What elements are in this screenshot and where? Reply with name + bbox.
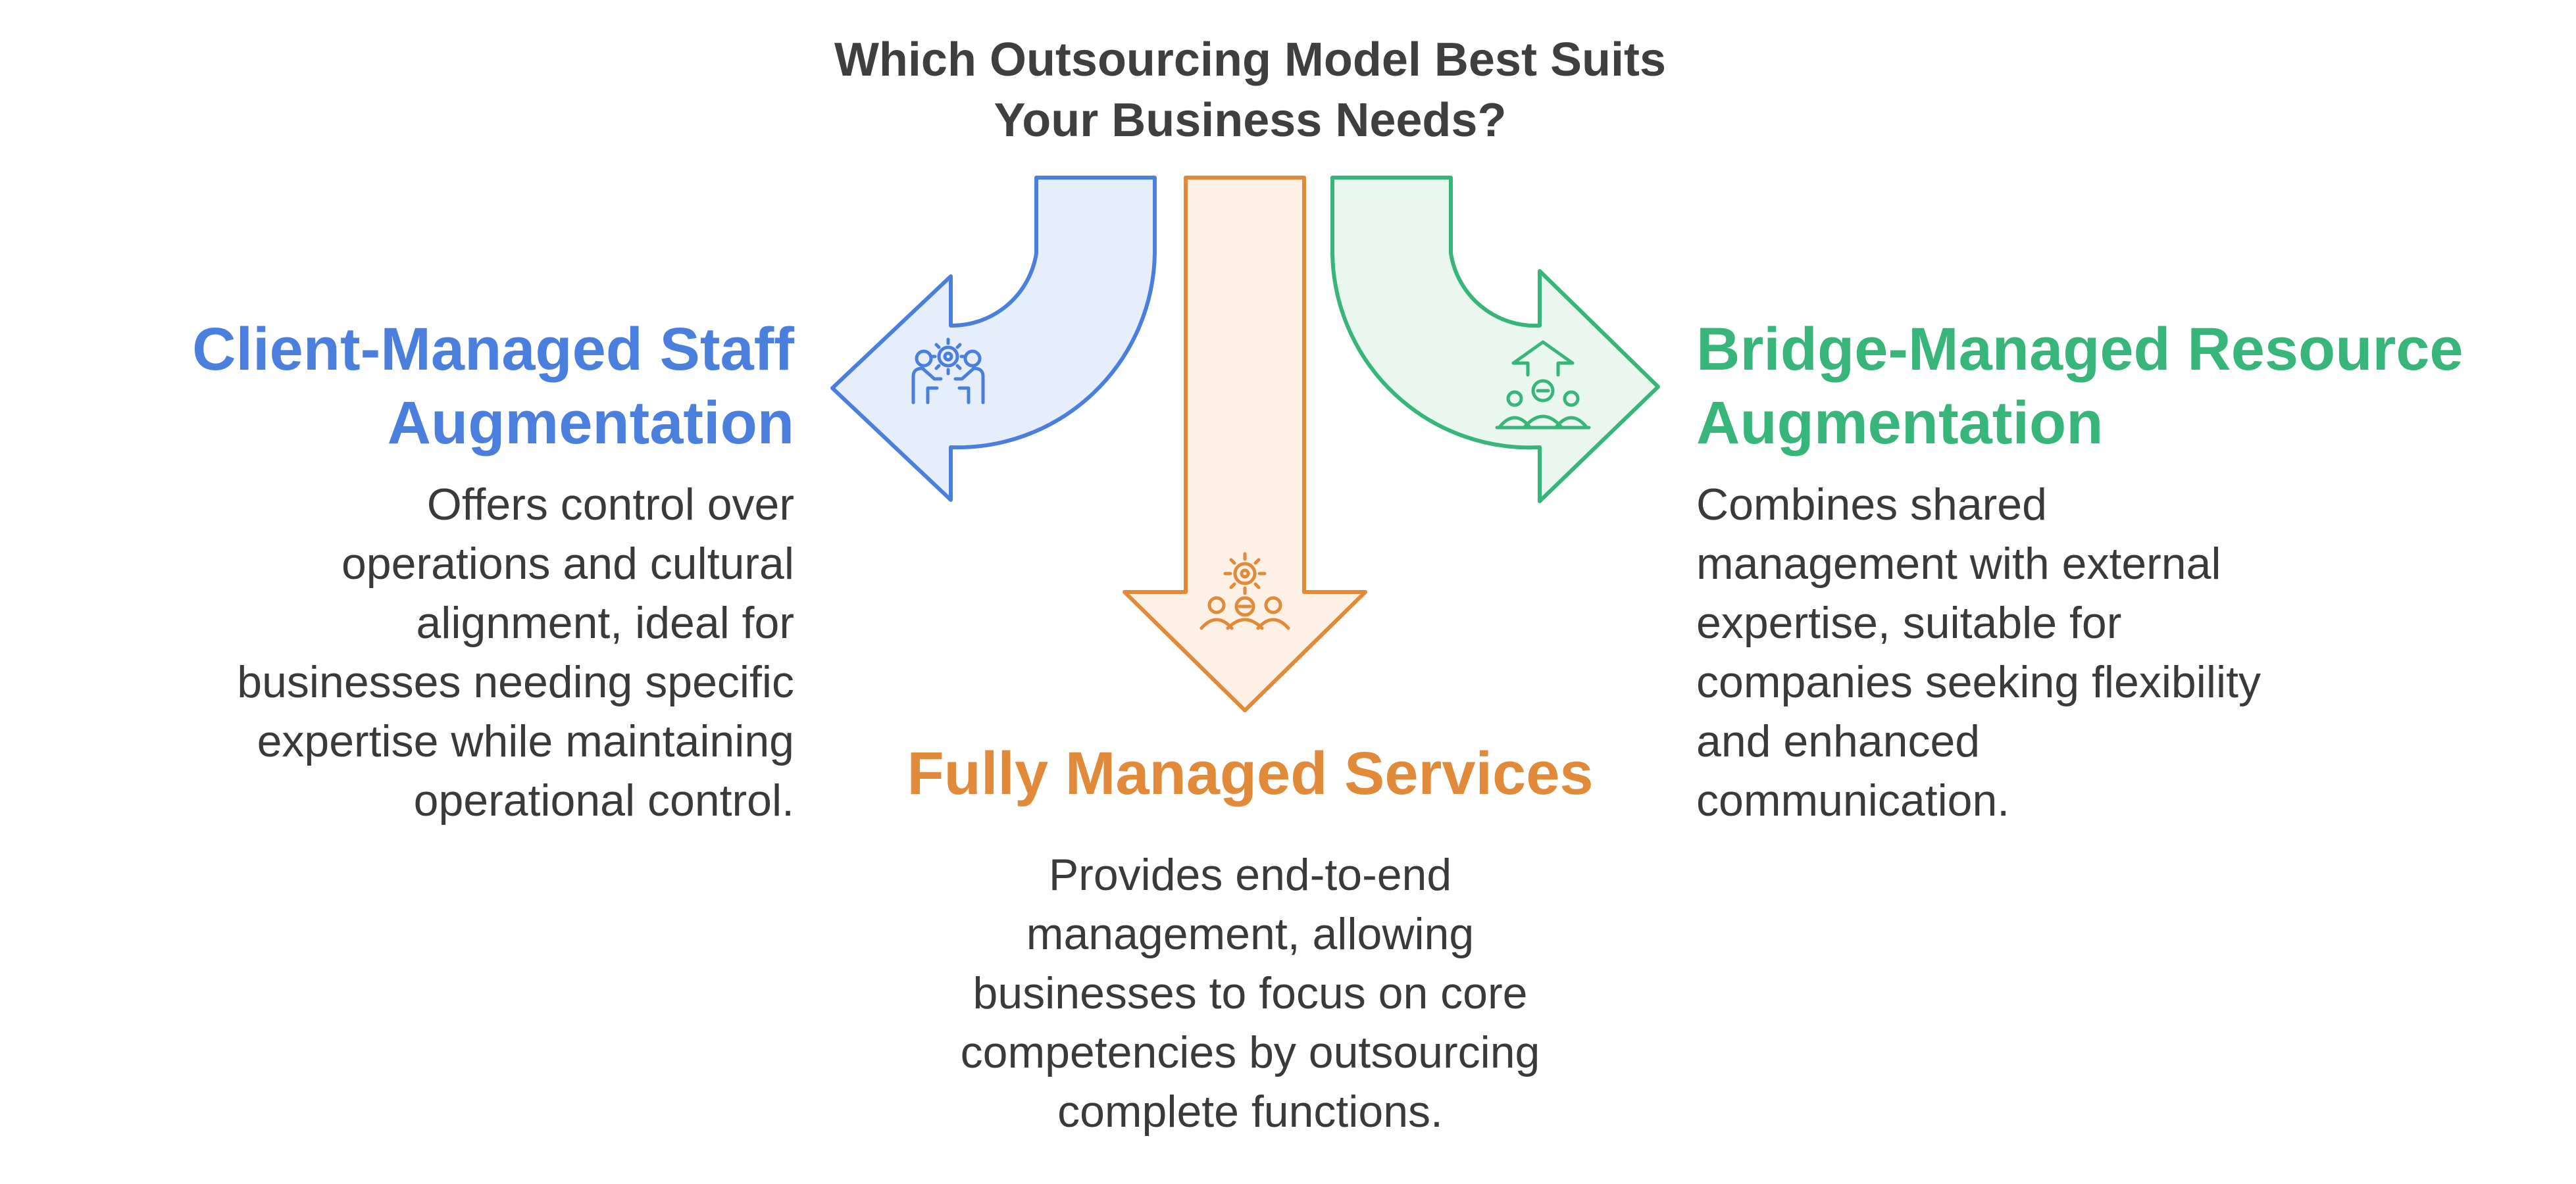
description-line: companies seeking flexibility	[1696, 657, 2261, 707]
description-line: Offers control over	[426, 480, 794, 530]
fully-managed-description: Provides end-to-end management, allowing…	[882, 845, 1619, 1141]
title-line: Your Business Needs?	[994, 94, 1507, 147]
fully-arrow	[1123, 176, 1367, 712]
description-line: businesses to focus on core	[972, 968, 1528, 1018]
heading-line: Fully Managed Services	[907, 740, 1594, 807]
client-managed-description: Offers control over operations and cultu…	[237, 475, 794, 830]
title-line: Which Outsourcing Model Best Suits	[834, 34, 1667, 86]
description-line: businesses needing specific	[237, 657, 794, 707]
bridge-managed-description: Combines shared management with external…	[1696, 475, 2261, 830]
diagram-title: Which Outsourcing Model Best Suits Your …	[724, 30, 1777, 151]
description-line: expertise while maintaining	[257, 716, 794, 766]
team-collaboration-icon	[911, 337, 985, 405]
description-line: Provides end-to-end	[1048, 850, 1452, 900]
description-line: competencies by outsourcing	[960, 1027, 1540, 1077]
description-line: management, allowing	[1026, 909, 1475, 959]
bridge-managed-heading: Bridge-Managed Resource Augmentation	[1696, 312, 2463, 460]
fully-managed-heading: Fully Managed Services	[882, 737, 1619, 810]
heading-line: Augmentation	[387, 389, 794, 456]
description-line: expertise, suitable for	[1696, 598, 2122, 648]
description-line: communication.	[1696, 776, 2010, 826]
client-managed-heading: Client-Managed Staff Augmentation	[192, 312, 794, 460]
description-line: Combines shared	[1696, 480, 2047, 530]
heading-line: Client-Managed Staff	[192, 316, 794, 383]
description-line: management with external	[1696, 539, 2221, 589]
description-line: complete functions.	[1057, 1087, 1443, 1137]
client-arrow	[830, 176, 1157, 502]
heading-line: Bridge-Managed Resource	[1696, 316, 2463, 383]
description-line: operations and cultural	[341, 539, 794, 589]
description-line: operational control.	[413, 776, 794, 826]
heading-line: Augmentation	[1696, 389, 2104, 456]
description-line: and enhanced	[1696, 716, 1981, 766]
bridge-arrow	[1330, 176, 1660, 503]
team-growth-icon	[1495, 340, 1591, 430]
team-gear-icon	[1200, 552, 1290, 630]
description-line: alignment, ideal for	[416, 598, 794, 648]
